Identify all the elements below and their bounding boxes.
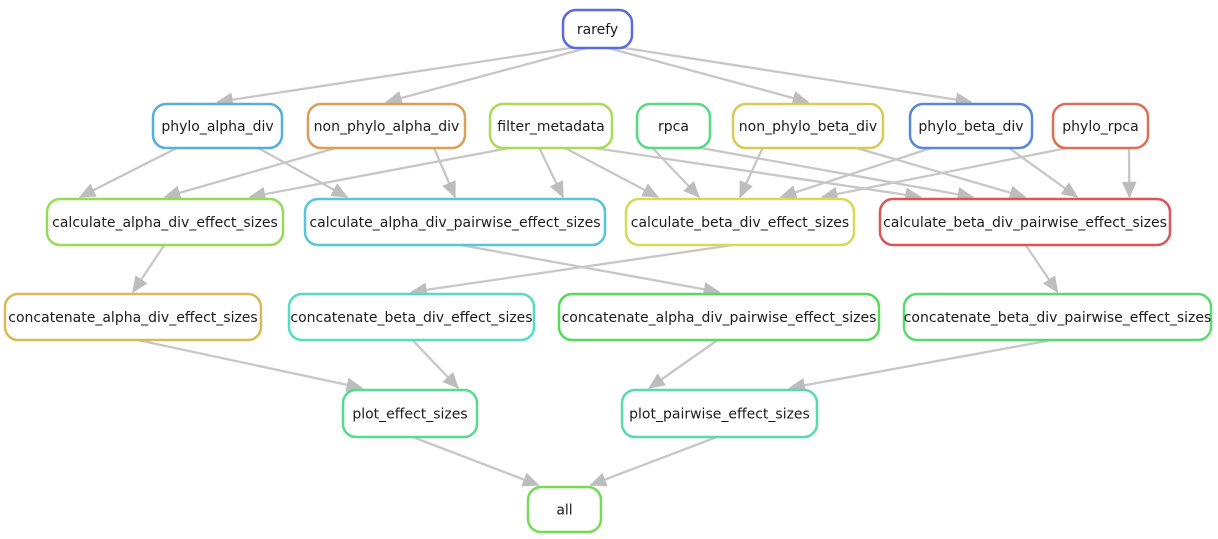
node-box-calculate_alpha_div_effect_sizes [45, 197, 285, 247]
node-concatenate_alpha_div_pairwise_effect_sizes: concatenate_alpha_div_pairwise_effect_si… [557, 292, 881, 342]
node-label-concatenate_beta_div_pairwise_effect_sizes: concatenate_beta_div_pairwise_effect_siz… [904, 310, 1212, 326]
dag-edges [78, 45, 1137, 487]
edge-calculate_alpha_div_effect_sizes-to-concatenate_alpha_div_effect_sizes [132, 243, 166, 294]
node-label-rarefy: rarefy [577, 22, 618, 38]
node-label-phylo_rpca: phylo_rpca [1062, 119, 1138, 135]
edge-rarefy-to-non_phylo_alpha_div [385, 45, 591, 106]
node-plot_pairwise_effect_sizes: plot_pairwise_effect_sizes [620, 388, 819, 439]
node-calculate_alpha_div_pairwise_effect_sizes: calculate_alpha_div_pairwise_effect_size… [303, 197, 607, 247]
node-box-concatenate_beta_div_effect_sizes [287, 292, 536, 342]
node-box-phylo_alpha_div [151, 102, 284, 150]
node-label-concatenate_alpha_div_effect_sizes: concatenate_alpha_div_effect_sizes [8, 310, 257, 326]
node-box-rarefy [561, 8, 634, 50]
edge-rarefy-to-phylo_beta_div [618, 45, 973, 107]
edge-non_phylo_alpha_div-to-calculate_alpha_div_pairwise_effect_sizes [432, 146, 457, 199]
edge-phylo_alpha_div-to-calculate_alpha_div_pairwise_effect_sizes [255, 145, 349, 199]
node-filter_metadata: filter_metadata [488, 102, 614, 150]
edge-rarefy-to-phylo_alpha_div [216, 45, 577, 107]
node-non_phylo_alpha_div: non_phylo_alpha_div [306, 102, 467, 150]
node-label-phylo_beta_div: phylo_beta_div [918, 119, 1023, 135]
node-label-non_phylo_beta_div: non_phylo_beta_div [739, 119, 877, 135]
node-all: all [526, 485, 603, 534]
node-plot_effect_sizes: plot_effect_sizes [341, 388, 479, 439]
node-box-filter_metadata [488, 102, 614, 150]
edge-concatenate_beta_div_effect_sizes-to-plot_effect_sizes [410, 338, 460, 389]
edge-plot_effect_sizes-to-all [409, 434, 540, 487]
node-label-plot_pairwise_effect_sizes: plot_pairwise_effect_sizes [629, 407, 810, 423]
node-calculate_beta_div_pairwise_effect_sizes: calculate_beta_div_pairwise_effect_sizes [878, 197, 1172, 247]
node-label-phylo_alpha_div: phylo_alpha_div [161, 119, 273, 135]
edge-filter_metadata-to-calculate_alpha_div_effect_sizes [248, 145, 515, 202]
edge-plot_pairwise_effect_sizes-to-all [589, 434, 720, 487]
node-box-concatenate_alpha_div_pairwise_effect_sizes [557, 292, 881, 342]
node-box-rpca [635, 102, 712, 150]
node-label-filter_metadata: filter_metadata [497, 119, 604, 135]
edge-concatenate_beta_div_pairwise_effect_sizes-to-plot_pairwise_effect_sizes [788, 337, 1058, 393]
dag-nodes: rarefy phylo_alpha_div non_phylo_alpha_div… [3, 8, 1213, 534]
node-label-concatenate_beta_div_effect_sizes: concatenate_beta_div_effect_sizes [290, 310, 532, 326]
node-concatenate_alpha_div_effect_sizes: concatenate_alpha_div_effect_sizes [3, 292, 263, 342]
node-label-plot_effect_sizes: plot_effect_sizes [352, 407, 467, 423]
node-concatenate_beta_div_effect_sizes: concatenate_beta_div_effect_sizes [287, 292, 536, 342]
edge-phylo_rpca-to-calculate_beta_div_effect_sizes [820, 145, 1073, 202]
node-label-calculate_alpha_div_pairwise_effect_sizes: calculate_alpha_div_pairwise_effect_size… [309, 215, 600, 231]
edge-calculate_beta_div_pairwise_effect_sizes-to-concatenate_beta_div_pairwise_effect_sizes [1024, 243, 1059, 294]
node-phylo_alpha_div: phylo_alpha_div [151, 102, 284, 150]
node-phylo_rpca: phylo_rpca [1051, 102, 1150, 150]
node-label-calculate_beta_div_effect_sizes: calculate_beta_div_effect_sizes [631, 215, 849, 231]
node-box-calculate_beta_div_effect_sizes [624, 197, 856, 247]
node-box-all [526, 485, 603, 534]
edge-filter_metadata-to-calculate_alpha_div_pairwise_effect_sizes [537, 146, 565, 199]
node-box-non_phylo_beta_div [731, 102, 885, 150]
node-calculate_alpha_div_effect_sizes: calculate_alpha_div_effect_sizes [45, 197, 285, 247]
node-rpca: rpca [635, 102, 712, 150]
node-label-concatenate_alpha_div_pairwise_effect_sizes: concatenate_alpha_div_pairwise_effect_si… [562, 310, 877, 326]
node-box-concatenate_beta_div_pairwise_effect_sizes [902, 292, 1213, 342]
node-label-all: all [556, 503, 572, 519]
node-box-calculate_beta_div_pairwise_effect_sizes [878, 197, 1172, 247]
edge-phylo_beta_div-to-calculate_beta_div_pairwise_effect_sizes [1006, 146, 1079, 198]
node-box-concatenate_alpha_div_effect_sizes [3, 292, 263, 342]
node-non_phylo_beta_div: non_phylo_beta_div [731, 102, 885, 150]
node-box-plot_pairwise_effect_sizes [620, 388, 819, 439]
node-box-phylo_beta_div [908, 102, 1034, 150]
edge-non_phylo_beta_div-to-calculate_beta_div_effect_sizes [738, 146, 765, 199]
node-label-rpca: rpca [658, 119, 689, 135]
node-label-non_phylo_alpha_div: non_phylo_alpha_div [314, 119, 460, 135]
node-box-phylo_rpca [1051, 102, 1150, 150]
node-phylo_beta_div: phylo_beta_div [908, 102, 1034, 150]
node-box-calculate_alpha_div_pairwise_effect_sizes [303, 197, 607, 247]
edge-non_phylo_alpha_div-to-calculate_alpha_div_effect_sizes [163, 145, 340, 200]
edge-non_phylo_beta_div-to-calculate_beta_div_pairwise_effect_sizes [852, 145, 1027, 200]
node-box-plot_effect_sizes [341, 388, 479, 439]
edge-concatenate_alpha_div_pairwise_effect_sizes-to-plot_pairwise_effect_sizes [648, 338, 720, 389]
node-calculate_beta_div_effect_sizes: calculate_beta_div_effect_sizes [624, 197, 856, 247]
node-label-calculate_beta_div_pairwise_effect_sizes: calculate_beta_div_pairwise_effect_sizes [883, 215, 1167, 231]
node-rarefy: rarefy [561, 8, 634, 50]
edge-phylo_alpha_div-to-calculate_alpha_div_effect_sizes [78, 145, 180, 199]
edge-filter_metadata-to-calculate_beta_div_effect_sizes [562, 145, 660, 199]
node-label-calculate_alpha_div_effect_sizes: calculate_alpha_div_effect_sizes [52, 215, 278, 231]
edge-rpca-to-calculate_beta_div_pairwise_effect_sizes [695, 145, 975, 202]
edge-filter_metadata-to-calculate_beta_div_pairwise_effect_sizes [587, 145, 922, 202]
edge-rpca-to-calculate_beta_div_effect_sizes [650, 146, 700, 198]
edge-concatenate_alpha_div_effect_sizes-to-plot_effect_sizes [132, 337, 364, 392]
edge-calculate_beta_div_effect_sizes-to-concatenate_beta_div_effect_sizes [410, 242, 741, 298]
node-box-non_phylo_alpha_div [306, 102, 467, 150]
edge-calculate_alpha_div_pairwise_effect_sizes-to-concatenate_alpha_div_pairwise_effect_sizes [454, 242, 721, 297]
edge-phylo_beta_div-to-calculate_beta_div_effect_sizes [779, 145, 935, 200]
edge-rarefy-to-non_phylo_beta_div [604, 45, 810, 106]
node-concatenate_beta_div_pairwise_effect_sizes: concatenate_beta_div_pairwise_effect_siz… [902, 292, 1213, 342]
